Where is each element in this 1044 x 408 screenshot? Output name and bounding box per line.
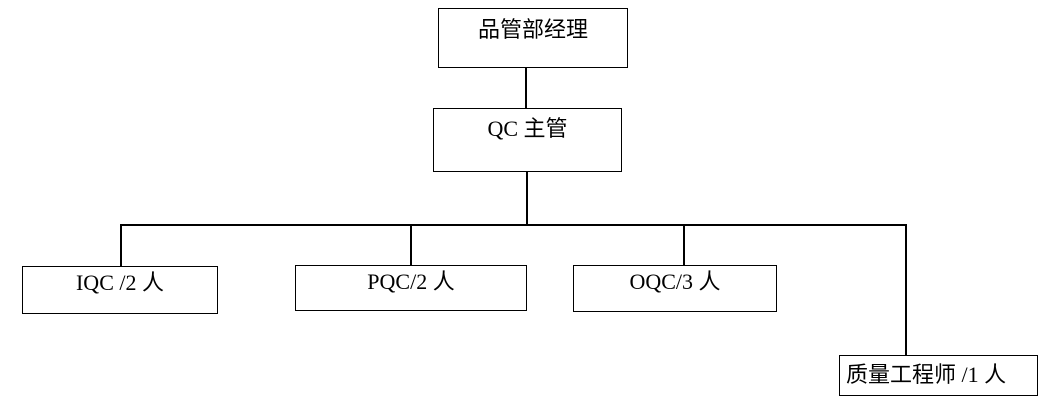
org-node-quality-dept-manager: 品管部经理 [438,8,628,68]
org-node-pqc: PQC/2 人 [295,265,527,311]
connector-drop-oqc [683,224,685,265]
connector-drop-pqc [410,224,412,265]
connector-supervisor-bus [526,172,528,224]
org-node-qc-supervisor: QC 主管 [433,108,622,172]
connector-drop-iqc [120,224,122,266]
org-node-iqc: IQC /2 人 [22,266,218,314]
connector-manager-supervisor [525,68,527,108]
org-node-quality-engineer: 质量工程师 /1 人 [839,355,1038,396]
connector-drop-engineer [905,224,907,355]
org-node-oqc: OQC/3 人 [573,265,777,312]
connector-horizontal-bus [120,224,907,226]
